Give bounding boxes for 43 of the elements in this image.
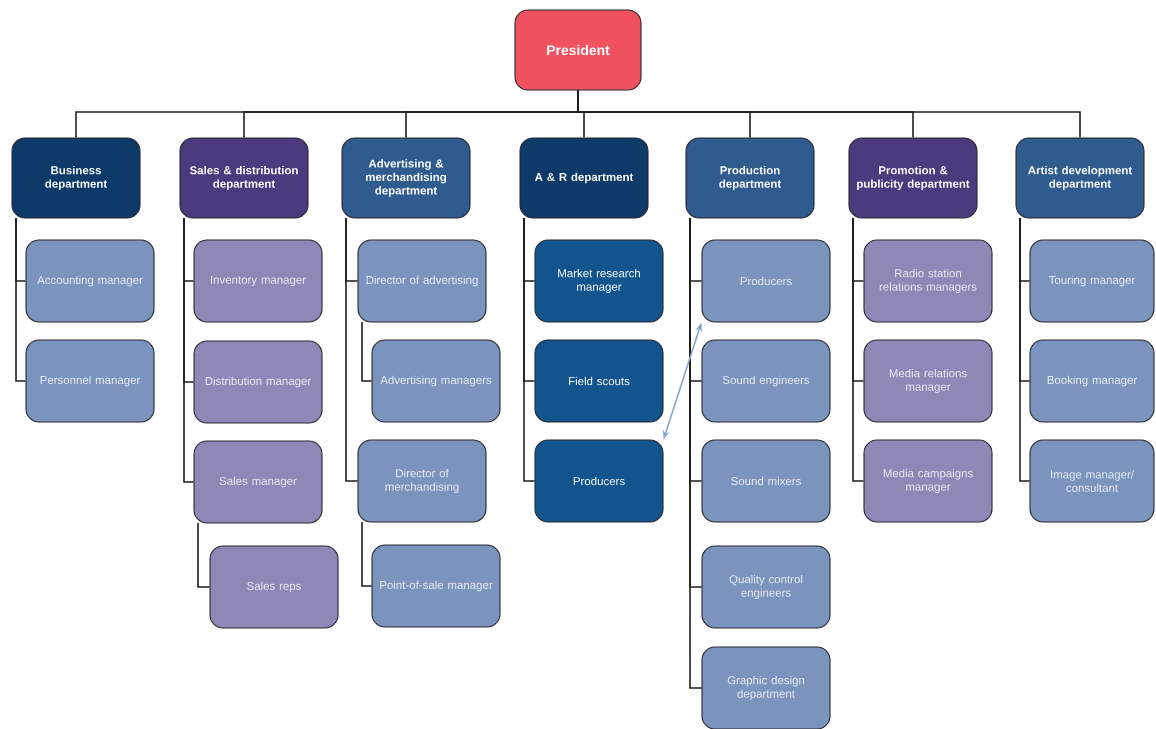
- position-box: Booking manager: [1029, 339, 1155, 423]
- position-box: Advertising managers: [371, 339, 501, 423]
- position-box: Director of advertising: [357, 239, 487, 323]
- connector-line: [1019, 217, 1031, 482]
- position-box: Market research manager: [534, 239, 664, 323]
- connector-line: [523, 217, 536, 482]
- department-box: Artist development department: [1015, 137, 1145, 219]
- position-box: Personnel manager: [25, 339, 155, 423]
- connector-line: [183, 217, 195, 483]
- position-box: Accounting manager: [25, 239, 155, 323]
- position-box: Sound engineers: [701, 339, 831, 423]
- position-box: Image manager/ consultant: [1029, 439, 1155, 523]
- department-box: Business department: [11, 137, 141, 219]
- connector-line: [361, 321, 373, 382]
- department-box: Promotion & publicity department: [848, 137, 978, 219]
- connector-line: [15, 217, 27, 382]
- position-box: Graphic design department: [701, 646, 831, 729]
- department-box: Production department: [685, 137, 815, 219]
- position-box: Sound mixers: [701, 439, 831, 523]
- connector-line: [197, 522, 211, 588]
- position-box: Producers: [701, 239, 831, 323]
- position-box: Sales reps: [209, 545, 339, 629]
- position-box: Media campaigns manager: [863, 439, 993, 523]
- connector-line: [361, 521, 373, 587]
- department-box: Advertising & merchandising department: [341, 137, 471, 219]
- department-box: Sales & distribution department: [179, 137, 309, 219]
- position-box: Inventory manager: [193, 239, 323, 323]
- position-box: Point-of-sale manager: [371, 544, 501, 628]
- connector-line: [689, 217, 703, 689]
- position-box: Director of merchandising: [357, 439, 487, 523]
- president-box: President: [514, 9, 642, 91]
- connector-line: [345, 217, 359, 482]
- position-box: Producers: [534, 439, 664, 523]
- position-box: Media relations manager: [863, 339, 993, 423]
- position-box: Field scouts: [534, 339, 664, 423]
- position-box: Radio station relations managers: [863, 239, 993, 323]
- position-box: Distribution manager: [193, 340, 323, 424]
- position-box: Quality control engineers: [701, 545, 831, 629]
- connector-line: [577, 89, 1081, 139]
- department-box: A & R department: [519, 137, 649, 219]
- position-box: Sales manager: [193, 440, 323, 524]
- position-box: Touring manager: [1029, 239, 1155, 323]
- connector-line: [852, 217, 865, 482]
